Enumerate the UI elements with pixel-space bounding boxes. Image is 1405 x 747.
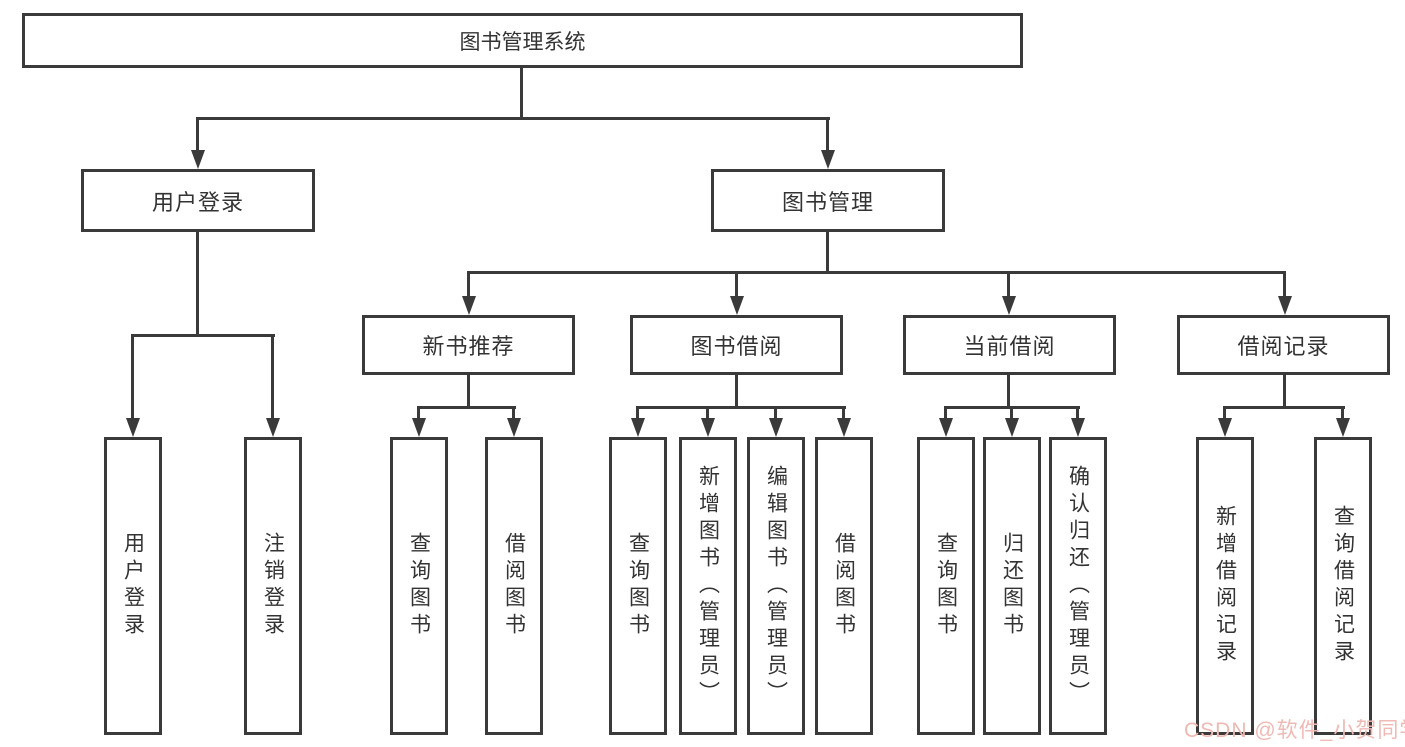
node-current-borrowing: 当前借阅 <box>903 315 1116 375</box>
arrowhead-icon <box>939 418 953 437</box>
node-label: 图书管理系统 <box>459 30 586 54</box>
leaf-borrow-books: 借阅图书 <box>815 437 873 735</box>
node-label: 借阅记录 <box>1237 334 1330 359</box>
node-label: 确认归还（管理员） <box>1066 464 1090 708</box>
connector-line <box>735 271 738 298</box>
connector-line <box>512 406 515 420</box>
connector-line <box>1007 271 1010 298</box>
arrowhead-icon <box>412 418 426 437</box>
arrowhead-icon <box>1071 418 1085 437</box>
node-label: 图书借阅 <box>690 334 783 359</box>
arrowhead-icon <box>821 150 835 169</box>
connector-line <box>1223 406 1226 420</box>
arrowhead-icon <box>1002 296 1016 315</box>
node-label: 查询借阅记录 <box>1331 505 1355 667</box>
node-book-borrowing: 图书借阅 <box>630 315 843 375</box>
leaf-query-books-current: 查询图书 <box>917 437 975 735</box>
node-label: 借阅图书 <box>832 532 856 640</box>
connector-line <box>774 406 777 420</box>
node-book-management: 图书管理 <box>711 169 945 232</box>
connector-line <box>520 68 523 118</box>
node-new-book-recommendation: 新书推荐 <box>362 315 575 375</box>
leaf-query-books-borrowing: 查询图书 <box>609 437 667 735</box>
node-label: 新增图书（管理员） <box>696 464 720 708</box>
arrowhead-icon <box>266 418 280 437</box>
node-label: 编辑图书（管理员） <box>764 464 788 708</box>
node-label: 用户登录 <box>151 189 244 215</box>
node-borrowing-records: 借阅记录 <box>1177 315 1390 375</box>
connector-line <box>1010 406 1013 420</box>
connector-line <box>196 117 199 152</box>
connector-line <box>1223 406 1345 409</box>
connector-line <box>417 406 516 409</box>
arrowhead-icon <box>126 418 140 437</box>
connector-line <box>826 117 829 152</box>
leaf-edit-books-admin: 编辑图书（管理员） <box>747 437 805 735</box>
node-user-login: 用户登录 <box>81 169 315 232</box>
connector-line <box>131 334 275 337</box>
node-label: 查询图书 <box>407 532 431 640</box>
connector-line <box>636 406 639 420</box>
connector-line <box>1283 375 1286 407</box>
arrowhead-icon <box>769 418 783 437</box>
leaf-return-books: 归还图书 <box>983 437 1041 735</box>
leaf-user-login: 用户登录 <box>104 437 162 735</box>
node-label: 用户登录 <box>121 532 145 640</box>
connector-line <box>1283 271 1286 298</box>
connector-line <box>706 406 709 420</box>
node-label: 图书管理 <box>781 189 874 215</box>
node-label: 查询图书 <box>626 532 650 640</box>
connector-line <box>196 232 199 335</box>
node-label: 注销登录 <box>261 532 285 640</box>
node-label: 查询图书 <box>934 532 958 640</box>
arrowhead-icon <box>1278 296 1292 315</box>
connector-line <box>735 375 738 407</box>
node-label: 借阅图书 <box>502 532 526 640</box>
leaf-confirm-return-admin: 确认归还（管理员） <box>1049 437 1107 735</box>
arrowhead-icon <box>1005 418 1019 437</box>
arrowhead-icon <box>1218 418 1232 437</box>
arrowhead-icon <box>730 296 744 315</box>
node-label: 新增借阅记录 <box>1213 505 1237 667</box>
connector-line <box>196 117 830 120</box>
arrowhead-icon <box>701 418 715 437</box>
connector-line <box>131 334 134 420</box>
leaf-logout: 注销登录 <box>244 437 302 735</box>
connector-line <box>636 406 846 409</box>
node-label: 新书推荐 <box>422 334 515 359</box>
connector-line <box>467 271 1286 274</box>
arrowhead-icon <box>507 418 521 437</box>
leaf-add-books-admin: 新增图书（管理员） <box>679 437 737 735</box>
arrowhead-icon <box>191 150 205 169</box>
connector-line <box>1341 406 1344 420</box>
node-library-management-system: 图书管理系统 <box>22 13 1023 68</box>
connector-line <box>417 406 420 420</box>
connector-line <box>467 375 470 407</box>
connector-line <box>944 406 947 420</box>
leaf-add-borrow-record: 新增借阅记录 <box>1196 437 1254 735</box>
leaf-query-books-recommend: 查询图书 <box>390 437 448 735</box>
arrowhead-icon <box>837 418 851 437</box>
csdn-watermark: CSDN @软件_小贺同学 <box>1184 719 1405 742</box>
leaf-query-borrow-record: 查询借阅记录 <box>1314 437 1372 735</box>
connector-line <box>271 334 274 420</box>
connector-line <box>826 232 829 272</box>
node-label: 当前借阅 <box>963 334 1056 359</box>
arrowhead-icon <box>631 418 645 437</box>
arrowhead-icon <box>1336 418 1350 437</box>
arrowhead-icon <box>462 296 476 315</box>
leaf-borrow-books-recommend: 借阅图书 <box>485 437 543 735</box>
connector-line <box>842 406 845 420</box>
connector-line <box>1007 375 1010 407</box>
connector-line <box>1076 406 1079 420</box>
connector-line <box>467 271 470 298</box>
node-label: 归还图书 <box>1000 532 1024 640</box>
